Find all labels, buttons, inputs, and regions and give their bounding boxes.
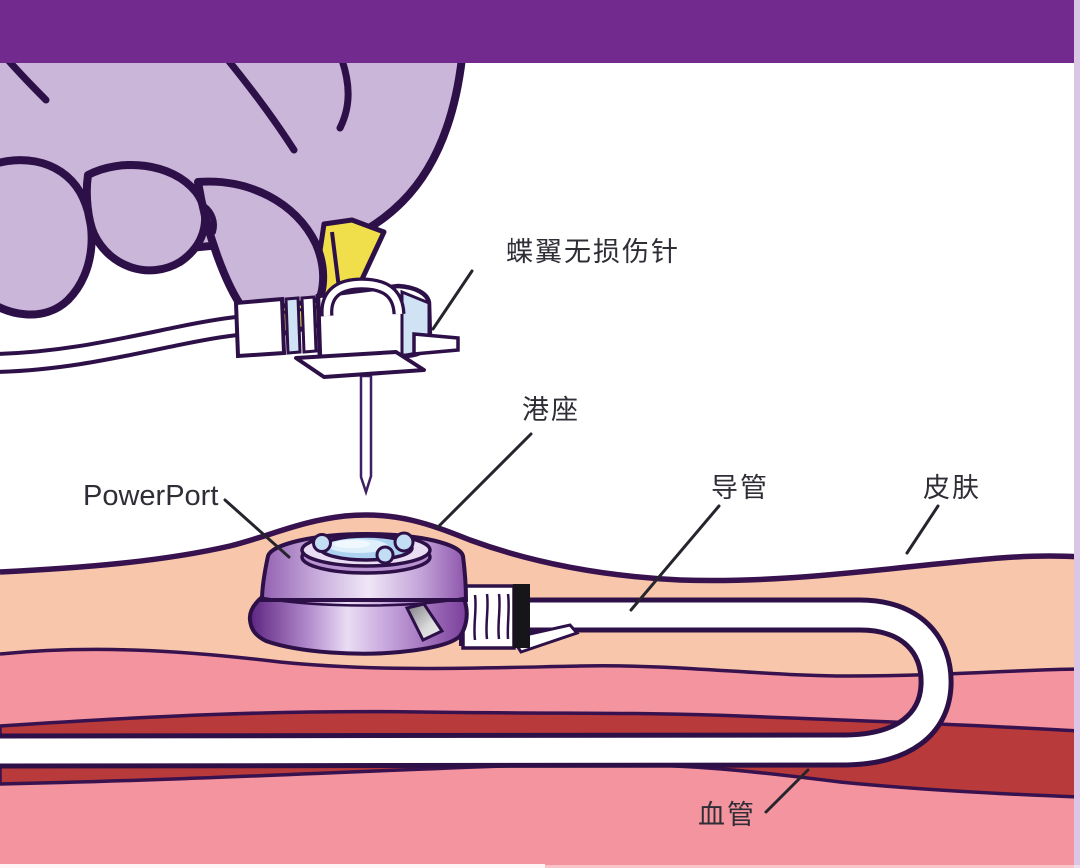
leader-butterfly-needle [431,269,474,331]
leader-powerport [223,498,291,559]
extension-tubing [0,314,249,374]
label-powerport: PowerPort [83,480,219,512]
label-blood-vessel: 血管 [698,800,756,830]
label-skin: 皮肤 [923,473,981,503]
leader-vessel [764,768,810,814]
right-edge-strip [1074,0,1080,868]
label-butterfly-needle: 蝶翼无损伤针 [506,237,680,267]
label-catheter: 导管 [711,473,769,503]
catheter-tube [0,597,954,769]
leader-catheter [629,504,721,612]
leader-port-base [435,432,533,530]
septum-bumps [312,531,415,565]
leader-skin [905,504,940,555]
needle-fin [412,332,460,356]
label-port-base: 港座 [522,395,580,425]
glove-finger-middle [82,161,210,275]
gloved-hand [0,54,466,319]
butterfly-needle-assembly [0,177,460,497]
needle-base-plate [294,350,426,379]
port-device [247,531,469,656]
glove-finger-left [0,156,96,319]
needle-shaft [359,374,373,497]
header-bar [0,0,1076,63]
leader-lines [223,269,940,814]
needle-body [233,277,460,366]
port-slot [404,602,445,642]
